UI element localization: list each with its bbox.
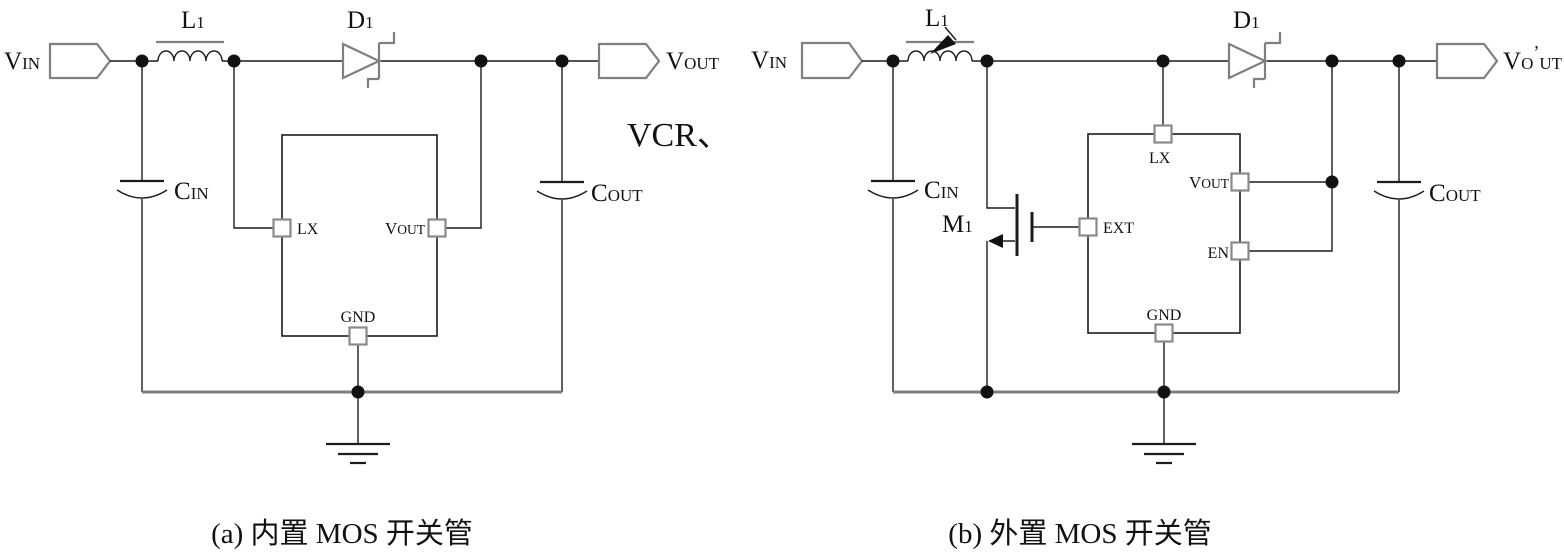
cin-label-a: CIN — [174, 178, 209, 205]
vin-label-b: VIN — [751, 47, 787, 74]
caption-a: (a) 内置 MOS 开关管 — [211, 517, 473, 550]
node-cout-a — [555, 54, 569, 68]
pin-vout-label-b: VOUT — [1189, 173, 1230, 192]
wire-vout-pin-a — [446, 61, 482, 229]
wire-en-b — [1249, 182, 1333, 252]
wire-lx-a — [233, 61, 273, 229]
cin-label-b: CIN — [924, 177, 959, 204]
circuit-a: VIN L1 D1 VOUT CIN COUT — [4, 7, 720, 465]
node-gnd-a — [351, 385, 365, 399]
cout-plate-curved-a — [536, 190, 588, 200]
diode-triangle-a — [341, 42, 382, 80]
node-lx-a — [227, 54, 241, 68]
cin-plate-curved-a — [116, 189, 168, 199]
pin-ext-b — [1078, 217, 1098, 237]
cout-plate-curved-b — [1373, 190, 1425, 200]
inductor-label-b: L1 — [925, 5, 949, 32]
pin-gnd-b — [1154, 323, 1174, 343]
node-voutwire-b — [1325, 54, 1339, 68]
pin-lx-b — [1153, 124, 1173, 144]
diode-schottky-flag-top-a — [379, 32, 396, 45]
mosfet-source-arrow-b — [988, 234, 1003, 248]
mosfet-drain-wire-b — [986, 61, 1015, 209]
vout-prime-connector-b — [1435, 42, 1499, 80]
stray-text: VCR、 — [627, 117, 731, 154]
diode-label-a: D1 — [347, 7, 374, 34]
node-voutpin-b — [1325, 175, 1339, 189]
inductor-label-a: L1 — [181, 7, 205, 34]
caption-b: (b) 外置 MOS 开关管 — [948, 517, 1211, 550]
node-cout-b — [1392, 54, 1406, 68]
mosfet-label-b: M1 — [942, 211, 973, 238]
inductor-leader-arrow-b — [930, 35, 956, 54]
pin-gnd-label-b: GND — [1147, 307, 1182, 324]
vin-label-a: VIN — [4, 48, 40, 75]
pin-lx-label-b: LX — [1149, 150, 1171, 167]
vout-prime-label-b: VO’UT — [1503, 42, 1563, 75]
pin-en-label-b: EN — [1208, 245, 1230, 262]
inductor-coil-a — [157, 50, 223, 62]
node-voutpin-a — [474, 54, 488, 68]
node-lx-b — [1156, 54, 1170, 68]
inductor-coil-b — [907, 50, 973, 62]
diode-schottky-flag-top-b — [1265, 32, 1282, 45]
node-vin-a — [135, 54, 149, 68]
diode-schottky-flag-bottom-a — [366, 77, 379, 88]
pin-gnd-label-a: GND — [341, 309, 376, 326]
vout-connector-a — [597, 42, 661, 80]
circuit-b: VIN L1 D1 VO’UT CIN COUT — [751, 5, 1563, 465]
pin-gnd-a — [348, 326, 368, 346]
pin-vout-label-a: VOUT — [385, 219, 426, 238]
pin-ext-label-b: EXT — [1103, 220, 1134, 237]
node-gnd-b — [1157, 385, 1171, 399]
pin-vout-b — [1230, 172, 1250, 192]
diode-schottky-flag-bottom-b — [1252, 77, 1265, 88]
diode-label-b: D1 — [1233, 7, 1260, 34]
vin-connector-a — [48, 42, 112, 80]
cout-label-a: COUT — [591, 180, 643, 207]
vout-label-a: VOUT — [666, 48, 720, 75]
node-source-gnd-b — [980, 385, 994, 399]
pin-lx-a — [272, 218, 292, 238]
cout-label-b: COUT — [1429, 180, 1481, 207]
diode-triangle-b — [1227, 42, 1268, 80]
vin-connector-b — [800, 41, 864, 80]
pin-en-b — [1230, 241, 1250, 261]
cin-plate-curved-b — [867, 189, 919, 199]
inductor-leader-line-b — [944, 26, 957, 41]
node-vin-b — [886, 54, 900, 68]
pin-vout-a — [427, 218, 447, 238]
pin-lx-label-a: LX — [297, 221, 319, 238]
node-drain-b — [980, 54, 994, 68]
